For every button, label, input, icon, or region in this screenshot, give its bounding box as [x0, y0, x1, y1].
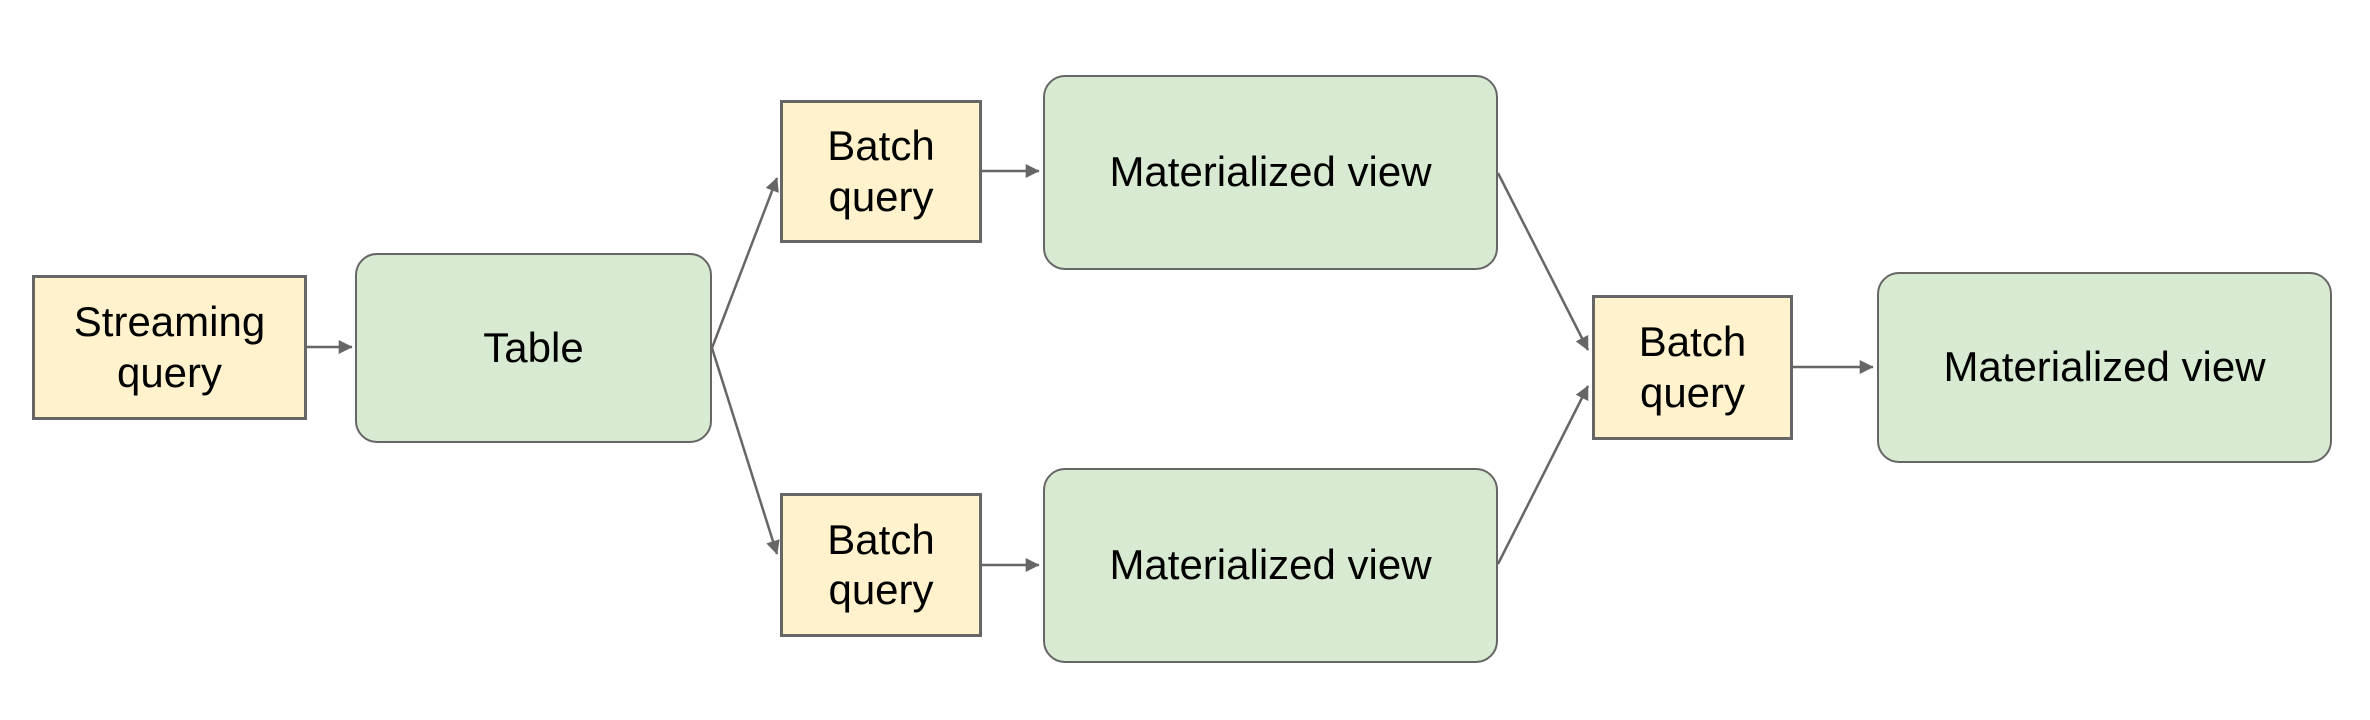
node-streaming-query: Streaming query: [32, 275, 307, 420]
edge-table-to-batch-query-bottom: [710, 347, 780, 555]
node-batch-query-top: Batch query: [780, 100, 982, 243]
node-batch-query-bottom: Batch query: [780, 493, 982, 637]
node-batch-query-bottom-label: Batch query: [827, 515, 935, 613]
node-materialized-view-final: Materialized view: [1877, 272, 2332, 463]
edge-table-to-batch-query-top: [710, 177, 779, 349]
node-materialized-view-top-label: Materialized view: [1109, 148, 1432, 196]
node-batch-query-top-label: Batch query: [827, 122, 935, 220]
node-table-label: Table: [483, 323, 584, 371]
node-materialized-view-bottom: Materialized view: [1043, 468, 1498, 663]
node-streaming-query-label: Streaming query: [73, 298, 266, 396]
node-batch-query-final-label: Batch query: [1638, 318, 1747, 416]
node-materialized-view-bottom-label: Materialized view: [1109, 541, 1432, 589]
edge-materialized-view-top-to-batch-query-final: [1496, 172, 1590, 351]
edge-materialized-view-bottom-to-batch-query-final: [1496, 385, 1590, 565]
node-materialized-view-top: Materialized view: [1043, 75, 1498, 270]
node-batch-query-final: Batch query: [1592, 295, 1793, 440]
node-table: Table: [355, 253, 712, 443]
node-materialized-view-final-label: Materialized view: [1943, 343, 2266, 391]
